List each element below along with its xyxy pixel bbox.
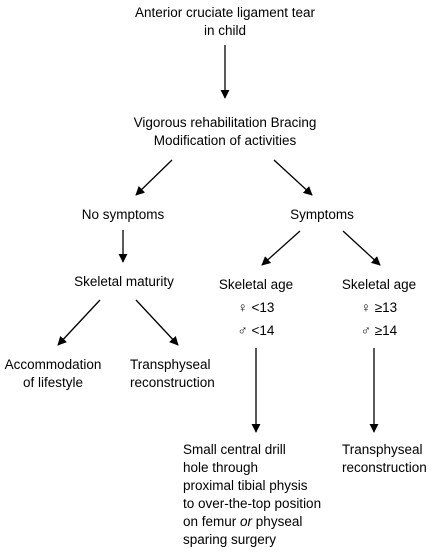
drill-line-5-suffix: physeal: [252, 514, 303, 529]
drill-line-4: to over-the-top position: [183, 496, 322, 511]
node-transphyseal-right-line-2: reconstruction: [342, 460, 427, 475]
arrow-maturity-to-transphyseal: [135, 299, 179, 346]
skeletal-age-right-female: ♀ ≥13: [360, 300, 398, 315]
node-rehabilitation: Vigorous rehabilitation Bracing Modifica…: [107, 114, 343, 150]
arrow-rehab-to-no-symptoms: [135, 159, 173, 196]
drill-line-5-prefix: on femur: [183, 514, 241, 529]
node-acl-tear-line-2: in child: [203, 23, 247, 38]
node-transphyseal-left-line-2: reconstruction: [130, 375, 215, 390]
arrow-symptoms-to-age-left: [261, 230, 301, 266]
node-symptoms-label: Symptoms: [290, 207, 354, 222]
node-skeletal-maturity-label: Skeletal maturity: [74, 274, 174, 289]
node-transphyseal-reconstruction-right: Transphyseal reconstruction: [342, 441, 427, 477]
node-transphyseal-right-line-1: Transphyseal: [342, 442, 423, 457]
node-rehabilitation-line-2: Modification of activities: [153, 133, 297, 148]
drill-line-6: sparing surgery: [183, 532, 277, 547]
drill-line-5-italic: or: [240, 514, 253, 529]
drill-line-1: Small central drill: [183, 442, 286, 457]
skeletal-age-left-title: Skeletal age: [218, 277, 294, 292]
node-drill-procedure: Small central drill hole through proxima…: [183, 441, 321, 549]
node-skeletal-age-right: Skeletal age ♀ ≥13 ♂ ≥14: [334, 273, 424, 342]
node-acl-tear: Anterior cruciate ligament tear in child: [115, 4, 335, 40]
node-accommodation-line-1: Accommodation: [4, 357, 102, 372]
arrow-rehab-to-symptoms: [273, 159, 313, 196]
drill-line-5: on femur or physeal: [183, 513, 321, 531]
node-no-symptoms-label: No symptoms: [81, 207, 165, 222]
node-accommodation-line-2: of lifestyle: [22, 375, 84, 390]
skeletal-age-right-male: ♂ ≥14: [360, 323, 398, 338]
arrow-maturity-to-accommodation: [57, 299, 101, 346]
drill-line-3: proximal tibial physis: [183, 478, 308, 493]
skeletal-age-right-title: Skeletal age: [341, 277, 417, 292]
skeletal-age-left-male: ♂ <14: [237, 323, 275, 338]
node-no-symptoms: No symptoms: [68, 206, 178, 224]
node-skeletal-maturity: Skeletal maturity: [62, 273, 186, 291]
arrow-symptoms-to-age-right: [342, 230, 381, 266]
node-transphyseal-reconstruction-left: Transphyseal reconstruction: [130, 356, 215, 392]
node-rehabilitation-line-1: Vigorous rehabilitation Bracing: [133, 115, 317, 130]
skeletal-age-left-female: ♀ <13: [237, 300, 275, 315]
drill-line-2: hole through: [183, 460, 259, 475]
node-transphyseal-left-line-1: Transphyseal: [130, 357, 211, 372]
node-accommodation-of-lifestyle: Accommodation of lifestyle: [0, 356, 106, 392]
node-symptoms: Symptoms: [272, 206, 372, 224]
node-skeletal-age-left: Skeletal age ♀ <13 ♂ <14: [211, 273, 301, 342]
node-acl-tear-line-1: Anterior cruciate ligament tear: [134, 5, 316, 20]
